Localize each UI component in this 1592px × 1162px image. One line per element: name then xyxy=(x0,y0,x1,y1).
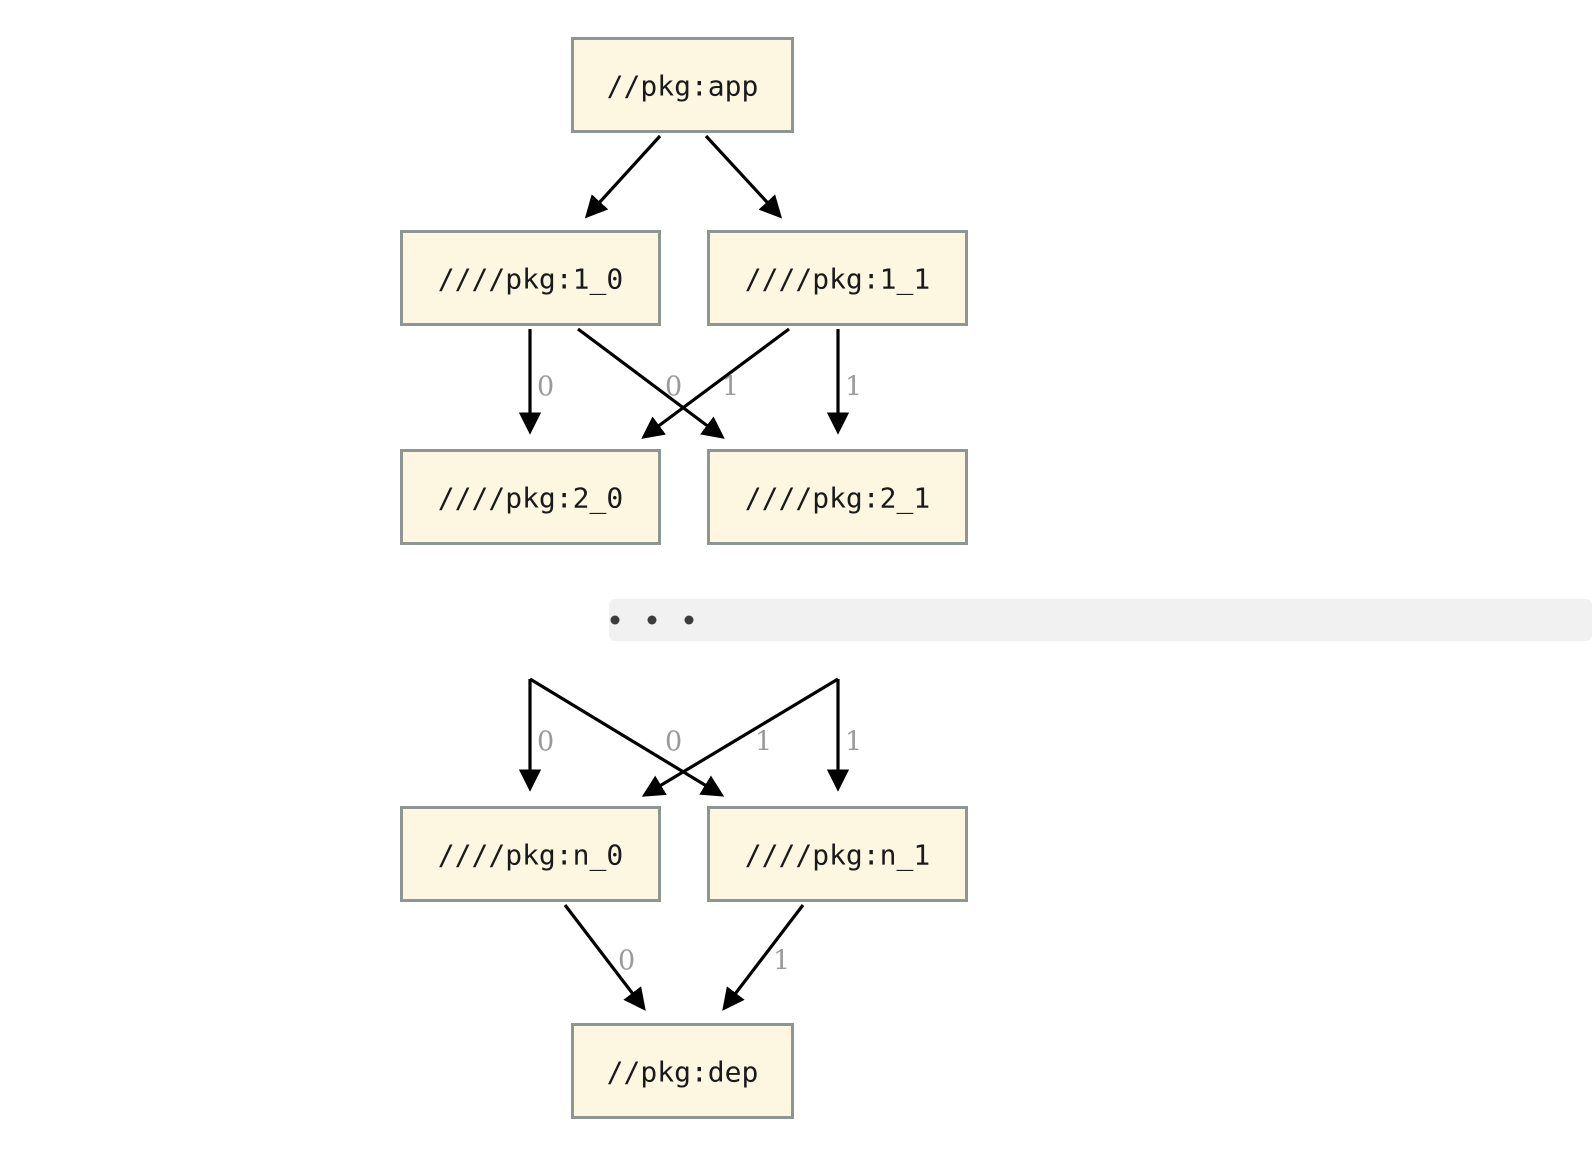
ellipsis-band-layer xyxy=(609,599,1592,641)
edge-prev2-to-n_1[interactable]: 1 xyxy=(826,679,862,792)
edge-line xyxy=(577,327,725,439)
node-box xyxy=(707,230,968,326)
node-label: //pkg:dep xyxy=(607,1056,759,1089)
edge-line xyxy=(563,904,646,1011)
edge-layer: 0 0 1 1 0 0 1 1 0 1 xyxy=(518,134,862,1011)
node-box xyxy=(707,449,968,545)
ellipsis-dot xyxy=(647,615,657,625)
edge-1_1-to-2_0[interactable]: 1 xyxy=(641,327,790,439)
edge-label: 0 xyxy=(537,727,554,758)
node-box xyxy=(707,806,968,902)
node-label: ////pkg:1_0 xyxy=(438,263,623,297)
edge-label: 1 xyxy=(722,372,739,403)
node-n1_0[interactable]: ////pkg:1_0 xyxy=(400,230,661,326)
node-label: ////pkg:n_1 xyxy=(745,839,930,873)
node-n2_1[interactable]: ////pkg:2_1 xyxy=(707,449,968,545)
ellipsis-dot xyxy=(610,615,620,625)
node-nn_0[interactable]: ////pkg:n_0 xyxy=(400,806,661,902)
node-box xyxy=(400,230,661,326)
edge-line xyxy=(722,904,805,1011)
edge-label: 1 xyxy=(845,727,862,758)
edge-1_0-to-2_0[interactable]: 0 xyxy=(518,329,554,435)
node-box xyxy=(400,449,661,545)
node-box xyxy=(400,806,661,902)
node-n2_0[interactable]: ////pkg:2_0 xyxy=(400,449,661,545)
node-box xyxy=(571,37,794,133)
node-label: //pkg:app xyxy=(607,70,759,103)
edge-label: 0 xyxy=(537,372,554,403)
edge-label: 0 xyxy=(618,946,635,977)
edge-prev2-to-n_0[interactable]: 1 xyxy=(641,677,839,797)
edge-line xyxy=(584,134,662,219)
edge-line xyxy=(704,134,783,219)
edge-n_1-to-dep[interactable]: 1 xyxy=(722,904,805,1011)
ellipsis-dot xyxy=(684,615,694,625)
edge-1_0-to-2_1[interactable]: 0 xyxy=(577,327,725,439)
node-label: ////pkg:2_0 xyxy=(438,482,623,516)
edge-line xyxy=(529,677,725,797)
edge-label: 1 xyxy=(845,372,862,403)
node-label: ////pkg:n_0 xyxy=(438,839,623,873)
edge-label: 1 xyxy=(755,727,772,758)
edge-label: 1 xyxy=(773,946,790,977)
node-dep[interactable]: //pkg:dep xyxy=(571,1023,794,1119)
node-layer: //pkg:app ////pkg:1_0 ////pkg:1_1 ////pkg:2… xyxy=(400,37,968,1119)
edge-prev-to-n_1[interactable]: 0 xyxy=(529,677,725,797)
edge-label: 0 xyxy=(665,372,682,403)
node-box xyxy=(571,1023,794,1119)
edge-app-to-1_1[interactable] xyxy=(704,134,783,219)
edge-1_1-to-2_1[interactable]: 1 xyxy=(826,329,862,435)
continuation-ellipsis xyxy=(609,599,1592,641)
edge-line xyxy=(641,327,790,439)
edge-app-to-1_0[interactable] xyxy=(584,134,662,219)
edge-line xyxy=(641,677,839,797)
edge-label: 0 xyxy=(665,727,682,758)
node-label: ////pkg:2_1 xyxy=(745,482,930,516)
node-nn_1[interactable]: ////pkg:n_1 xyxy=(707,806,968,902)
edge-n_0-to-dep[interactable]: 0 xyxy=(563,904,646,1011)
node-n1_1[interactable]: ////pkg:1_1 xyxy=(707,230,968,326)
node-app[interactable]: //pkg:app xyxy=(571,37,794,133)
node-label: ////pkg:1_1 xyxy=(745,263,930,297)
edge-prev-to-n_0[interactable]: 0 xyxy=(518,679,554,792)
